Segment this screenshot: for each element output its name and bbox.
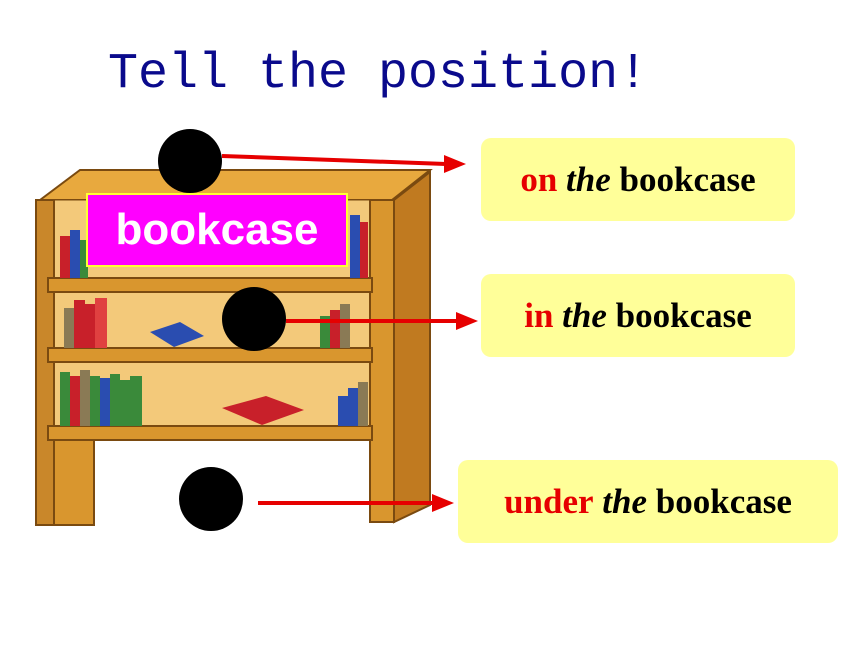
bookcase-illustration bbox=[35, 169, 433, 526]
ball-under bbox=[179, 467, 243, 531]
answer-box-on: on the bookcase bbox=[481, 138, 795, 221]
preposition-in: in bbox=[524, 295, 554, 335]
article: the bbox=[562, 295, 607, 335]
article: the bbox=[602, 481, 648, 521]
arrow-on bbox=[221, 154, 466, 173]
noun: bookcase bbox=[619, 159, 756, 199]
slide-title: Tell the position! bbox=[108, 46, 649, 103]
noun: bookcase bbox=[655, 481, 792, 521]
arrow-under bbox=[258, 494, 454, 512]
ball-inside bbox=[222, 287, 286, 351]
ball-on-top bbox=[158, 129, 222, 193]
answer-box-in: in the bookcase bbox=[481, 274, 795, 357]
article: the bbox=[566, 159, 611, 199]
answer-box-under: under the bookcase bbox=[458, 460, 838, 543]
noun: bookcase bbox=[615, 295, 752, 335]
preposition-under: under bbox=[504, 481, 594, 521]
arrow-in bbox=[286, 312, 478, 330]
bookcase-label: bookcase bbox=[86, 193, 348, 267]
preposition-on: on bbox=[520, 159, 558, 199]
